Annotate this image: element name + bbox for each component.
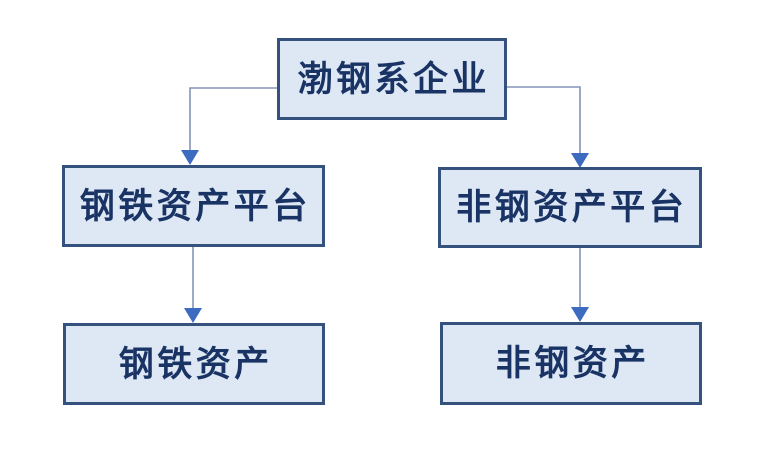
arrow-down-icon — [571, 153, 589, 168]
arrow-down-icon — [181, 150, 199, 165]
node-root-label: 渤钢系企业 — [297, 58, 490, 100]
connector-root-to-nonsteel-platform — [507, 86, 581, 154]
node-root: 渤钢系企业 — [277, 38, 507, 120]
node-steel-platform: 钢铁资产平台 — [62, 165, 325, 247]
node-steel-assets: 钢铁资产 — [63, 323, 325, 405]
node-nonsteel-assets-label: 非钢资产 — [495, 343, 650, 384]
node-steel-assets-label: 钢铁资产 — [118, 343, 273, 385]
node-nonsteel-platform: 非钢资产平台 — [438, 167, 702, 248]
connector-root-to-steel-platform — [189, 87, 277, 151]
node-nonsteel-assets: 非钢资产 — [440, 322, 702, 405]
node-nonsteel-platform-label: 非钢资产平台 — [456, 187, 688, 228]
arrow-down-icon — [571, 307, 589, 322]
arrow-down-icon — [184, 308, 202, 323]
node-steel-platform-label: 钢铁资产平台 — [79, 185, 311, 227]
